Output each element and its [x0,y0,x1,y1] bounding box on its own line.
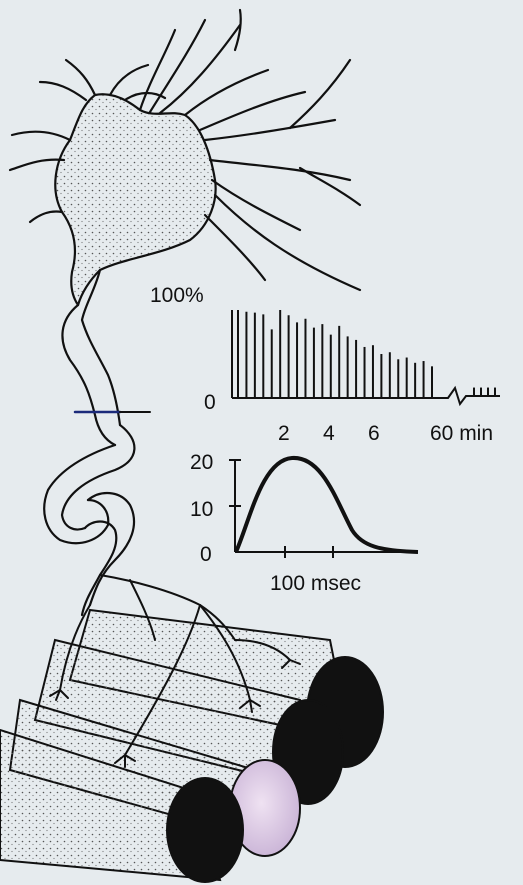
dendrite [200,92,305,130]
dendrite [140,30,175,110]
dendrite [205,215,265,280]
dendrite [205,120,335,140]
tension-decline-chart [232,310,500,404]
neuron [10,10,360,305]
lower-y-tick-label: 20 [190,452,213,473]
dendrite [300,168,360,205]
lower-y-tick-label: 10 [190,499,213,520]
lower-y-tick-label: 0 [200,544,212,565]
upper-y-max-label: 100% [150,285,204,306]
dendrite [40,82,86,100]
upper-x-tick-label: 2 [278,423,290,444]
fiber-end-active [167,778,243,882]
upper-x-tick-label: 6 [368,423,380,444]
lower-x-label: 100 msec [270,573,361,594]
upper-x-tick-label: 4 [323,423,335,444]
dendrite [110,65,148,95]
axis-break [435,388,500,404]
dendrite [12,132,70,140]
upper-y-min-label: 0 [204,392,216,413]
twitch-curve [236,458,418,552]
axon [44,270,150,615]
muscle-fibers [0,610,383,882]
upper-x-tick-label: 60 min [430,423,493,444]
cell-body [55,94,215,305]
dendrite [210,160,350,180]
dendrite [30,211,62,222]
dendrite [10,160,64,170]
twitch-chart [229,458,418,558]
dendrite [215,195,360,290]
